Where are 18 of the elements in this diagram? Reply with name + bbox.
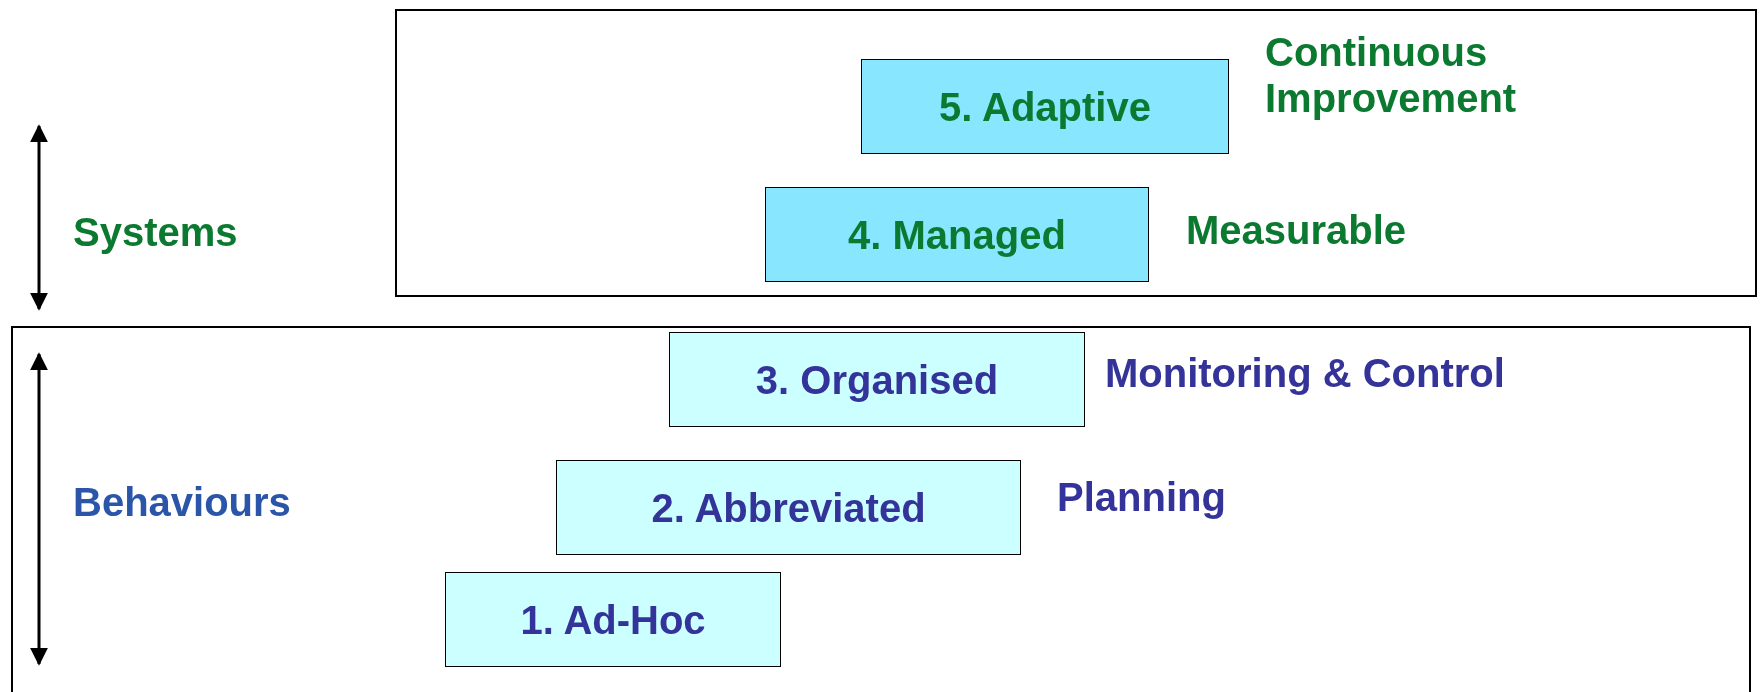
level-description: Continuous Improvement	[1265, 29, 1518, 121]
axis-label: Behaviours	[73, 480, 291, 525]
level-label: 3. Organised	[755, 357, 999, 402]
level-description: Planning	[1057, 474, 1226, 520]
level-description: Measurable	[1186, 207, 1407, 253]
level-box	[556, 460, 1021, 555]
level-label: 5. Adaptive	[939, 84, 1151, 129]
level-description: Monitoring & Control	[1105, 350, 1505, 396]
group-frame	[11, 326, 1751, 692]
level-box	[669, 332, 1085, 427]
level-box	[861, 59, 1229, 154]
level-label: 4. Managed	[848, 212, 1066, 257]
axis-label: Systems	[73, 210, 238, 255]
level-label: 1. Ad-Hoc	[520, 597, 706, 642]
level-box	[765, 187, 1149, 282]
level-label: 2. Abbreviated	[651, 485, 926, 530]
level-box	[445, 572, 781, 667]
group-frame	[395, 9, 1757, 297]
